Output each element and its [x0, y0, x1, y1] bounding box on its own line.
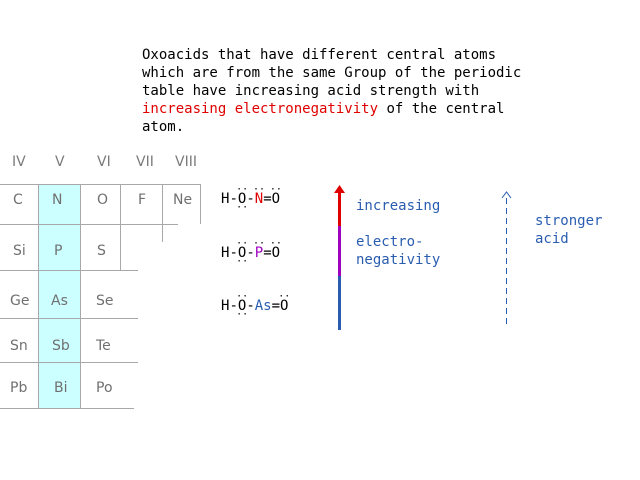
group-label-vi: VI: [97, 154, 111, 170]
group-v-highlight: [38, 184, 80, 408]
element-c: C: [13, 192, 23, 208]
group-label-v: V: [55, 154, 65, 170]
table-line: [0, 224, 178, 225]
atom-o: O: [238, 245, 246, 261]
group-label-vii: VII: [136, 154, 154, 170]
label-increasing: increasing: [356, 198, 441, 214]
intro-line-5: atom.: [142, 119, 185, 135]
table-line: [0, 184, 200, 185]
element-p: P: [54, 243, 63, 259]
element-po: Po: [96, 380, 113, 396]
group-label-viii: VIII: [175, 154, 197, 170]
atom-o: O: [238, 298, 246, 314]
intro-line-2: which are from the same Group of the per…: [142, 65, 522, 81]
element-si: Si: [13, 243, 26, 259]
table-line: [0, 408, 134, 409]
label-negativity: negativity: [356, 252, 441, 268]
atom-h: H: [221, 245, 230, 261]
intro-text: Oxoacids that have different central ato…: [142, 46, 562, 136]
element-n: N: [52, 192, 63, 208]
element-sb: Sb: [52, 338, 70, 354]
atom-n: N: [255, 191, 263, 207]
label-stronger: stronger: [535, 213, 603, 229]
table-line: [0, 362, 138, 363]
atom-o: O: [272, 245, 280, 261]
table-line: [120, 184, 121, 270]
element-te: Te: [96, 338, 111, 354]
atom-o: O: [280, 298, 288, 314]
formula-hopo: H-O-P=O: [221, 245, 280, 261]
element-o: O: [97, 192, 109, 208]
intro-line-4-rest: of the central: [378, 101, 505, 117]
table-line: [200, 184, 201, 224]
acid-strength-arrowhead: [501, 191, 512, 199]
label-acid: acid: [535, 231, 569, 247]
table-line: [0, 270, 138, 271]
element-ge: Ge: [10, 293, 30, 309]
atom-p: P: [255, 245, 263, 261]
group-label-iv: IV: [12, 154, 26, 170]
label-electro: electro-: [356, 234, 424, 250]
intro-line-1: Oxoacids that have different central ato…: [142, 47, 497, 63]
atom-h: H: [221, 298, 230, 314]
element-bi: Bi: [54, 380, 68, 396]
table-line: [38, 184, 39, 408]
element-ne: Ne: [173, 192, 193, 208]
atom-o: O: [272, 191, 280, 207]
element-pb: Pb: [10, 380, 28, 396]
electronegativity-highlight: increasing electronegativity: [142, 101, 379, 117]
table-line: [80, 184, 81, 408]
element-f: F: [138, 192, 147, 208]
atom-h: H: [221, 191, 230, 207]
element-s: S: [97, 243, 106, 259]
formula-hoaso: H-O-As=O: [221, 298, 288, 314]
element-se: Se: [96, 293, 114, 309]
table-line: [162, 184, 163, 242]
atom-as: As: [254, 298, 272, 314]
table-line: [0, 318, 138, 319]
electronegativity-arrowhead: [334, 185, 345, 193]
element-as: As: [51, 293, 68, 309]
intro-line-4: increasing electronegativity of the cent…: [142, 100, 562, 118]
intro-line-3: table have increasing acid strength with: [142, 83, 480, 99]
element-sn: Sn: [10, 338, 28, 354]
formula-hono: H-O-N=O: [221, 191, 280, 207]
atom-o: O: [238, 191, 246, 207]
